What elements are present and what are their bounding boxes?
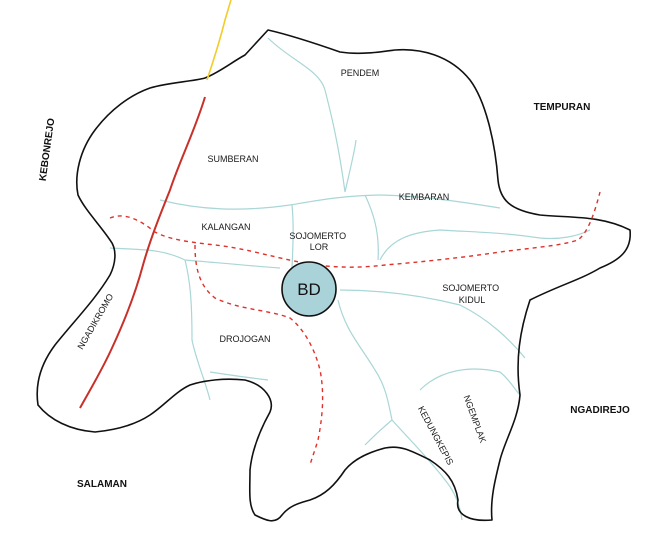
region-label-kembaran: KEMBARAN — [399, 192, 450, 202]
dashed-road-south — [194, 244, 324, 466]
region-label-drojogan: DROJOGAN — [219, 334, 270, 344]
region-label-sumberan: SUMBERAN — [207, 154, 258, 164]
boundary-lor-east — [364, 194, 379, 261]
boundary-kedungkepis — [391, 419, 463, 521]
main-road — [79, 96, 206, 409]
surrounding-label-kebonrejo: KEBONREJO — [38, 117, 58, 181]
boundary-drojogan-south — [209, 371, 269, 381]
center-marker-circle — [281, 261, 337, 317]
region-label-kedungkepis: KEDUNGKEPIS — [416, 405, 455, 467]
region-label-kalangan: KALANGAN — [201, 222, 250, 232]
sojomerto-lor-line-1: SOJOMERTO — [289, 231, 346, 241]
region-label-ngadikromo: NGADIKROMO — [75, 292, 115, 351]
boundary-north-band — [159, 194, 501, 210]
boundary-drojogan-north — [184, 259, 281, 269]
north-road — [206, 0, 232, 81]
boundary-pendem-east — [344, 139, 357, 193]
surrounding-label-salaman: SALAMAN — [77, 479, 127, 490]
surrounding-label-tempuran: TEMPURAN — [534, 102, 591, 113]
boundary-lor-west — [291, 204, 294, 269]
sojomerto-kidul-line-2: KIDUL — [459, 295, 486, 305]
internal-boundaries — [109, 37, 591, 521]
outer-boundary — [36, 29, 631, 522]
dashed-roads — [109, 191, 601, 466]
region-labels: PENDEM SUMBERAN KEMBARAN KALANGAN SOJOME… — [75, 68, 501, 467]
boundary-ngemplak — [419, 368, 521, 396]
region-label-ngemplak: NGEMPLAK — [462, 394, 489, 444]
sojomerto-kidul-line-1: SOJOMERTO — [442, 283, 499, 293]
boundary-pendem-sumberan — [267, 37, 346, 193]
surrounding-label-ngadirejo: NGADIREJO — [570, 405, 630, 416]
boundary-kidul-west — [337, 299, 393, 421]
region-label-sojomerto-lor: SOJOMERTO LOR — [289, 231, 348, 252]
boundary-kalangan-west — [109, 247, 211, 401]
region-label-sojomerto-kidul: SOJOMERTO KIDUL — [442, 283, 501, 305]
sojomerto-lor-line-2: LOR — [310, 242, 329, 252]
center-marker-label: BD — [297, 280, 321, 299]
region-label-pendem: PENDEM — [341, 68, 380, 78]
dashed-road-east-west — [109, 191, 601, 268]
boundary-south-east — [364, 419, 393, 446]
boundary-kembaran-south — [379, 229, 591, 261]
center-marker: BD — [281, 261, 337, 317]
boundary-kidul-mid — [339, 289, 526, 359]
